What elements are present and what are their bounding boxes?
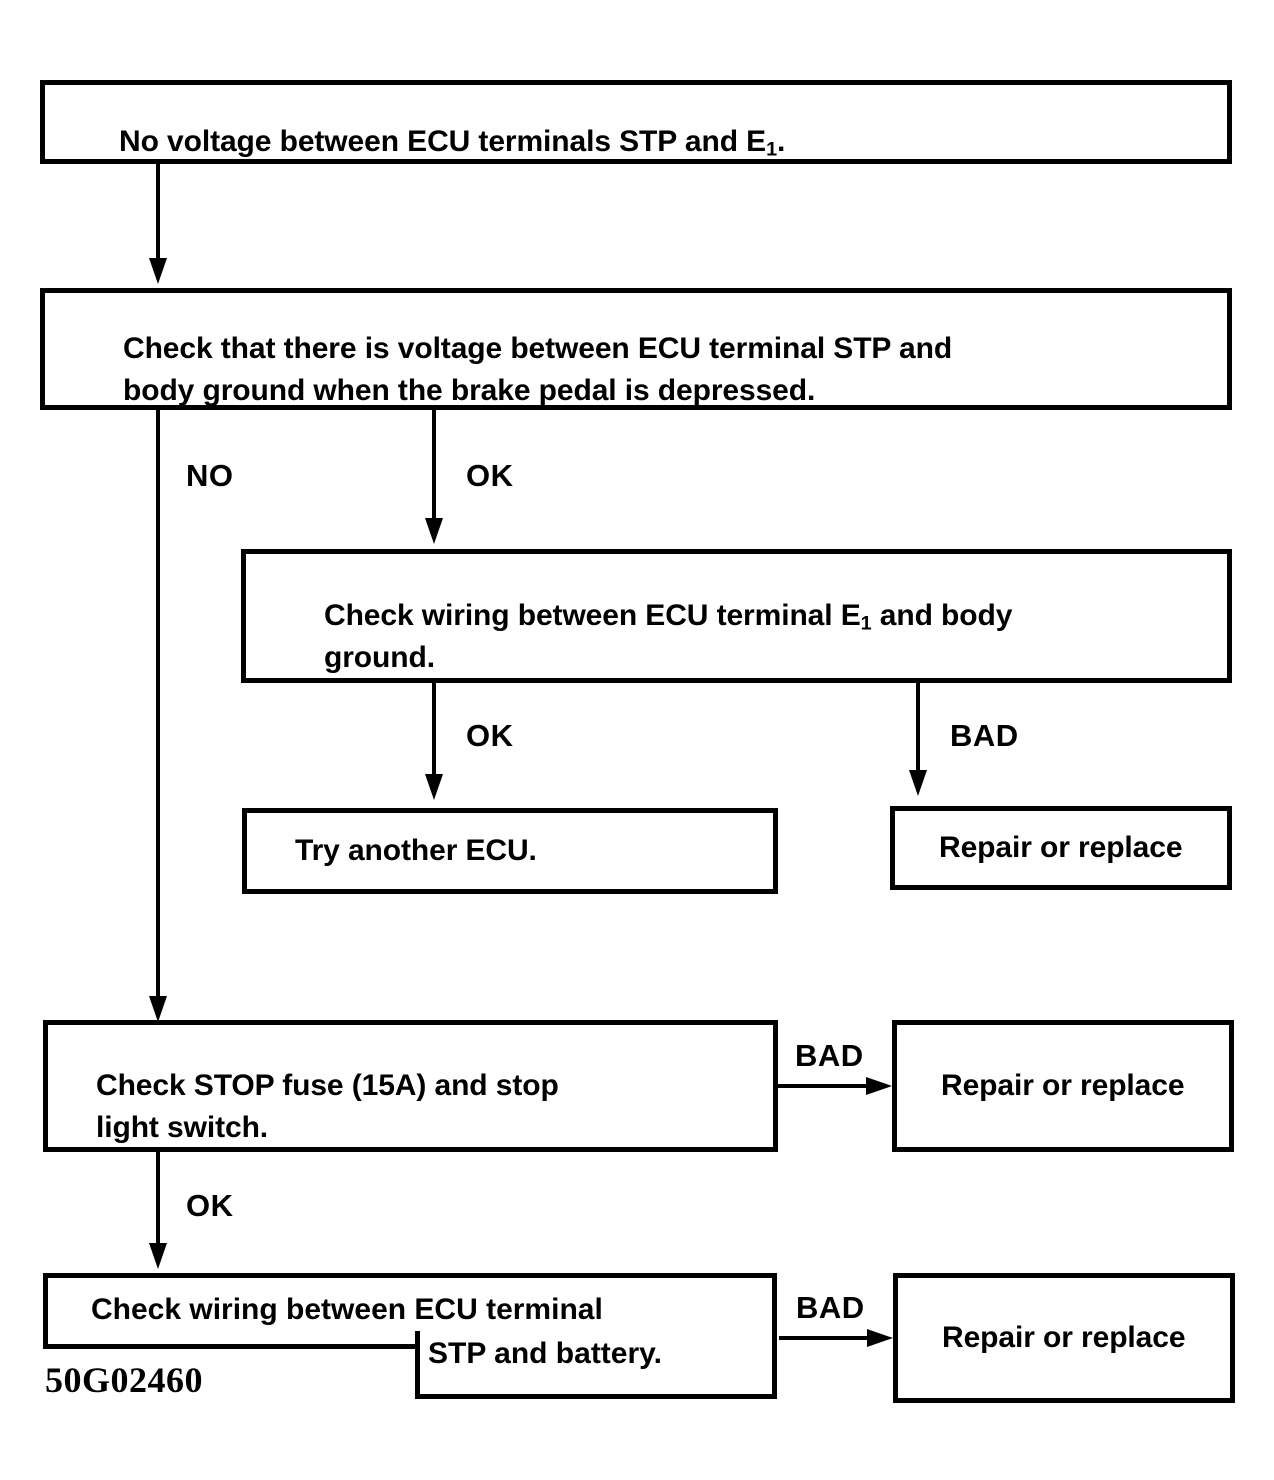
node-check-stp-voltage: Check that there is voltage between ECU … bbox=[40, 288, 1232, 410]
node-try-another-ecu-label: Try another ECU. bbox=[295, 834, 537, 868]
subscript-1: 1 bbox=[860, 612, 872, 635]
edge-label-bad-2: BAD bbox=[795, 1038, 864, 1073]
node-repair-or-replace-3-label: Repair or replace bbox=[942, 1321, 1186, 1355]
node-outline-seam-cover bbox=[420, 1331, 772, 1347]
subscript-1: 1 bbox=[766, 138, 777, 161]
connector-ok-branch-2 bbox=[432, 683, 436, 779]
connector-no-branch bbox=[156, 410, 160, 1002]
arrowhead-bad-branch-1 bbox=[909, 770, 927, 796]
node-check-stp-voltage-label: Check that there is voltage between ECU … bbox=[123, 332, 953, 407]
edge-label-bad-3: BAD bbox=[796, 1290, 865, 1325]
edge-label-bad-1: BAD bbox=[950, 718, 1019, 753]
figure-caption: 50G02460 bbox=[45, 1360, 204, 1400]
node-repair-or-replace-2: Repair or replace bbox=[892, 1020, 1234, 1152]
node-check-e1-wiring: Check wiring between ECU terminal E1 and… bbox=[241, 549, 1232, 683]
edge-label-ok-2: OK bbox=[466, 718, 514, 753]
connector-ok-branch-3 bbox=[156, 1152, 160, 1248]
connector-bad-branch-1 bbox=[916, 683, 920, 775]
arrowhead-ok-branch-3 bbox=[149, 1243, 167, 1269]
arrowhead-no-branch bbox=[149, 996, 167, 1022]
arrowhead-bad-branch-3 bbox=[867, 1329, 893, 1347]
node-check-battery-wiring: Check wiring between ECU terminal STP an… bbox=[43, 1273, 781, 1403]
edge-label-ok-1: OK bbox=[466, 458, 514, 493]
node-check-battery-wiring-line1: Check wiring between ECU terminal bbox=[91, 1293, 603, 1326]
connector-ok-branch-1 bbox=[432, 410, 436, 523]
node-repair-or-replace-1: Repair or replace bbox=[890, 806, 1232, 890]
node-symptom: No voltage between ECU terminals STP and… bbox=[40, 80, 1232, 164]
node-repair-or-replace-2-label: Repair or replace bbox=[941, 1069, 1185, 1103]
arrowhead-bad-branch-2 bbox=[866, 1077, 892, 1095]
node-try-another-ecu: Try another ECU. bbox=[242, 808, 778, 894]
edge-label-ok-3: OK bbox=[186, 1188, 234, 1223]
node-symptom-label: No voltage between ECU terminals STP and… bbox=[119, 125, 786, 161]
arrowhead-symptom-to-check-stp bbox=[149, 258, 167, 284]
node-repair-or-replace-3: Repair or replace bbox=[893, 1273, 1235, 1403]
node-check-e1-wiring-label: Check wiring between ECU terminal E1 and… bbox=[324, 598, 1013, 675]
connector-bad-branch-3 bbox=[779, 1336, 873, 1340]
connector-bad-branch-2 bbox=[778, 1084, 872, 1088]
arrowhead-ok-branch-2 bbox=[425, 774, 443, 800]
edge-label-no: NO bbox=[186, 458, 234, 493]
node-repair-or-replace-1-label: Repair or replace bbox=[939, 831, 1183, 865]
connector-symptom-to-check-stp bbox=[156, 164, 160, 264]
arrowhead-ok-branch-1 bbox=[425, 518, 443, 544]
node-check-battery-wiring-line2: STP and battery. bbox=[428, 1337, 662, 1370]
node-check-battery-wiring-upper-outline bbox=[43, 1273, 777, 1349]
